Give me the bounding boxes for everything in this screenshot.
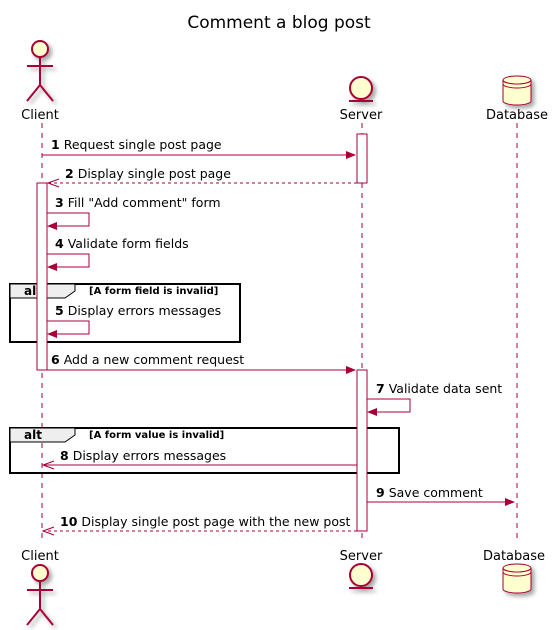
message-3-text: Fill "Add comment" form bbox=[68, 195, 221, 210]
activation-client-1 bbox=[36, 182, 48, 371]
message-3-number: 3 bbox=[55, 195, 64, 210]
message-4-number: 4 bbox=[55, 236, 64, 251]
message-6-text: Add a new comment request bbox=[64, 352, 245, 367]
message-6: 6 Add a new comment request bbox=[47, 352, 356, 374]
message-8-text: Display errors messages bbox=[73, 448, 227, 463]
message-7: 7 Validate data sent bbox=[367, 381, 502, 416]
entity-icon bbox=[349, 76, 373, 102]
message-5-text: Display errors messages bbox=[68, 303, 222, 318]
message-9-number: 9 bbox=[376, 485, 385, 500]
message-2-text: Display single post page bbox=[78, 166, 232, 181]
message-4: 4 Validate form fields bbox=[47, 236, 189, 271]
participant-server-bottom: Server bbox=[340, 549, 383, 564]
participant-client-bottom: Client bbox=[21, 549, 59, 564]
message-9: 9 Save comment bbox=[367, 485, 515, 506]
database-icon bbox=[502, 563, 532, 594]
message-10-number: 10 bbox=[60, 514, 78, 529]
message-1-number: 1 bbox=[51, 137, 60, 152]
message-5: 5 Display errors messages bbox=[47, 303, 221, 338]
alt-keyword-2: alt bbox=[24, 428, 42, 442]
entity-icon bbox=[349, 563, 373, 589]
message-2: 2 Display single post page bbox=[46, 166, 357, 188]
participant-database-top: Database bbox=[486, 108, 548, 123]
message-8-number: 8 bbox=[60, 448, 69, 463]
message-2-number: 2 bbox=[65, 166, 74, 181]
message-7-text: Validate data sent bbox=[389, 381, 503, 396]
message-9-text: Save comment bbox=[389, 485, 483, 500]
message-1: 1 Request single post page bbox=[42, 137, 356, 159]
message-6-number: 6 bbox=[51, 352, 60, 367]
message-1-text: Request single post page bbox=[64, 137, 222, 152]
message-7-number: 7 bbox=[376, 381, 385, 396]
alt-condition-1: [A form field is invalid] bbox=[89, 286, 218, 297]
actor-icon bbox=[26, 40, 54, 102]
alt-condition-2: [A form value is invalid] bbox=[89, 430, 224, 441]
activation-server-1 bbox=[356, 133, 368, 184]
message-3: 3 Fill "Add comment" form bbox=[47, 195, 221, 230]
message-8: 8 Display errors messages bbox=[41, 448, 357, 470]
diagram-title: Comment a blog post bbox=[187, 13, 371, 33]
actor-icon bbox=[26, 564, 54, 626]
participant-client-top: Client bbox=[21, 108, 59, 123]
message-4-text: Validate form fields bbox=[68, 236, 189, 251]
message-10-text: Display single post page with the new po… bbox=[81, 514, 350, 529]
message-5-number: 5 bbox=[55, 303, 64, 318]
database-icon bbox=[502, 75, 532, 106]
participant-server-top: Server bbox=[340, 108, 383, 123]
participant-database-bottom: Database bbox=[483, 549, 545, 564]
activation-server-2 bbox=[356, 369, 368, 532]
alt-fragment-2: alt [A form value is invalid] bbox=[9, 427, 400, 474]
